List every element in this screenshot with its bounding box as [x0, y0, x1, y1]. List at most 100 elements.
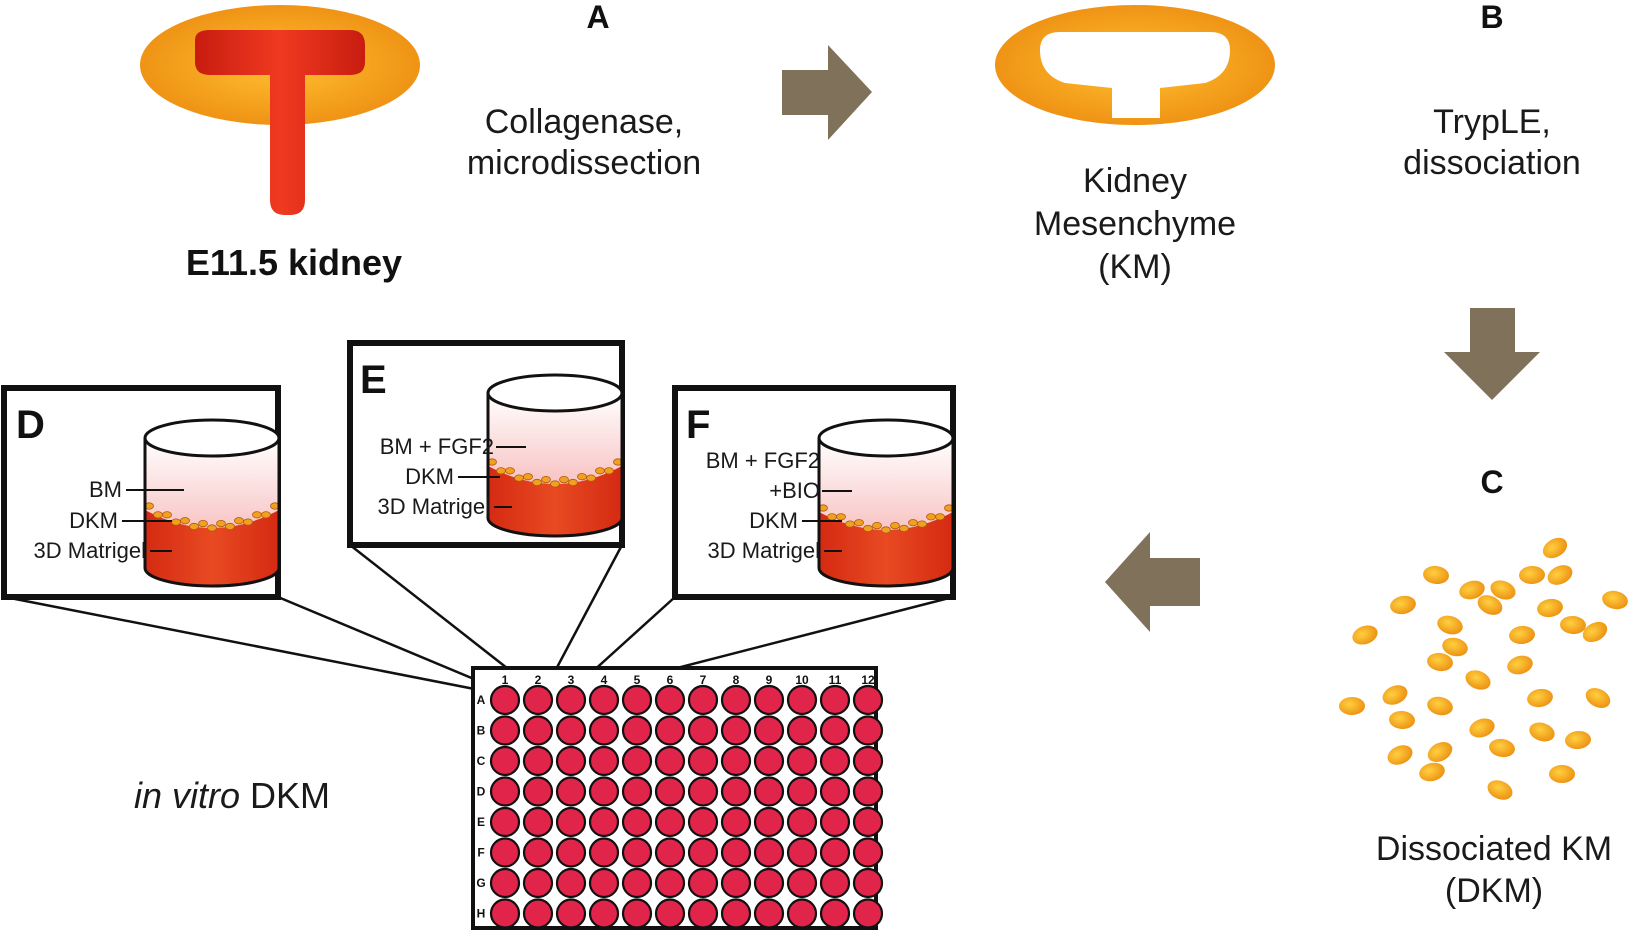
plate-column-label: 9: [766, 673, 773, 687]
plate-well: [555, 715, 587, 746]
cell: [1527, 688, 1553, 708]
cell: [1507, 655, 1533, 675]
plate-well: [687, 776, 719, 807]
plate-well: [588, 715, 620, 746]
plate-row-label: B: [477, 724, 486, 738]
km-line1: Kidney: [1083, 162, 1187, 200]
plate-well: [753, 898, 785, 929]
plate-well: [621, 715, 653, 746]
plate-well: [687, 684, 719, 716]
kidney-label: E11.5 kidney: [186, 242, 402, 283]
panel-letter-e: E: [360, 358, 387, 402]
plate-well: [819, 898, 851, 929]
plate-column-label: 12: [861, 673, 875, 687]
plate-row-label: D: [477, 785, 486, 799]
cell: [1339, 696, 1365, 716]
cell: [1387, 745, 1413, 765]
dkm-line2: (DKM): [1445, 872, 1543, 910]
plate-row-label: F: [477, 846, 484, 860]
plate-well: [489, 715, 521, 746]
cell: [1537, 598, 1563, 618]
plate-column-label: 4: [601, 673, 608, 687]
cell: [1582, 621, 1608, 643]
plate-well: [720, 776, 752, 807]
plate-well: [753, 867, 785, 899]
plate-well: [819, 806, 851, 838]
plate-column-label: 3: [568, 673, 575, 687]
plate-well: [852, 837, 884, 868]
plate-well: [588, 745, 620, 777]
plate-well: [555, 684, 587, 716]
box-e-label-matrigel: 3D Matrigel: [378, 494, 490, 519]
plate-well: [621, 684, 653, 716]
panel-letter-d: D: [16, 403, 45, 447]
cell: [1477, 595, 1503, 615]
plate-well: [852, 867, 884, 899]
cell: [1585, 688, 1611, 708]
plate-well: [489, 867, 521, 899]
cell: [1469, 718, 1495, 738]
cell: [1489, 738, 1515, 758]
km-line2: Mesenchyme: [1034, 205, 1236, 243]
arrow-right-icon: [782, 45, 872, 140]
cell: [1565, 730, 1591, 750]
plate-well: [786, 837, 818, 868]
plate-well: [720, 745, 752, 777]
plate-well: [555, 776, 587, 807]
plate-column-label: 10: [795, 673, 809, 687]
plate-well: [654, 867, 686, 899]
cell: [1427, 741, 1453, 763]
cell: [1529, 722, 1555, 742]
cell: [1437, 615, 1463, 635]
plate-row-label: H: [477, 907, 486, 921]
plate-column-label: 2: [535, 673, 542, 687]
plate-well: [852, 806, 884, 838]
cell: [1487, 780, 1513, 800]
plate-well: [819, 684, 851, 716]
plate-well: [786, 715, 818, 746]
km-line3: (KM): [1098, 248, 1172, 286]
plate-well: [555, 837, 587, 868]
plate-well: [555, 806, 587, 838]
panel-b-caption-line2: dissociation: [1403, 144, 1581, 182]
plate-well: [489, 745, 521, 777]
plate-well: [654, 745, 686, 777]
plate-well: [555, 867, 587, 899]
plate-column-label: 11: [829, 673, 842, 687]
box-f-label-bm-fgf2: BM + FGF2: [706, 448, 820, 473]
panel-a-caption-line1: Collagenase,: [485, 103, 683, 141]
plate-well: [654, 715, 686, 746]
plate-well: [687, 715, 719, 746]
cell: [1560, 615, 1586, 635]
plate-well: [489, 806, 521, 838]
box-f: F BM + FGF2 +BIO DKM 3D Matrigel: [672, 385, 956, 600]
plate-well: [786, 745, 818, 777]
box-d: D BM DKM 3D Matrigel: [1, 385, 281, 600]
plate-well: [621, 776, 653, 807]
box-f-label-matrigel: 3D Matrigel: [708, 538, 820, 563]
cell: [1382, 685, 1408, 705]
cell: [1442, 637, 1468, 657]
cell: [1390, 595, 1416, 615]
plate-well: [588, 684, 620, 716]
plate-well: [654, 837, 686, 868]
cell: [1389, 710, 1415, 730]
plate-well: [621, 867, 653, 899]
panel-a-caption-line2: microdissection: [467, 144, 701, 182]
well-cup-d: [143, 418, 281, 588]
box-f-label-dkm: DKM: [749, 508, 798, 533]
plate-row-label: E: [477, 815, 485, 829]
plate-well: [852, 745, 884, 777]
plate-well: [852, 684, 884, 716]
panel-letter-f: F: [686, 403, 710, 447]
plate-well: [489, 837, 521, 868]
plate-well: [522, 806, 554, 838]
plate-row-label: A: [477, 693, 486, 707]
plate-well: [555, 745, 587, 777]
plate-well: [621, 745, 653, 777]
dissociated-cells-cluster: [1339, 537, 1628, 800]
cell: [1427, 696, 1453, 716]
cell: [1549, 765, 1575, 783]
